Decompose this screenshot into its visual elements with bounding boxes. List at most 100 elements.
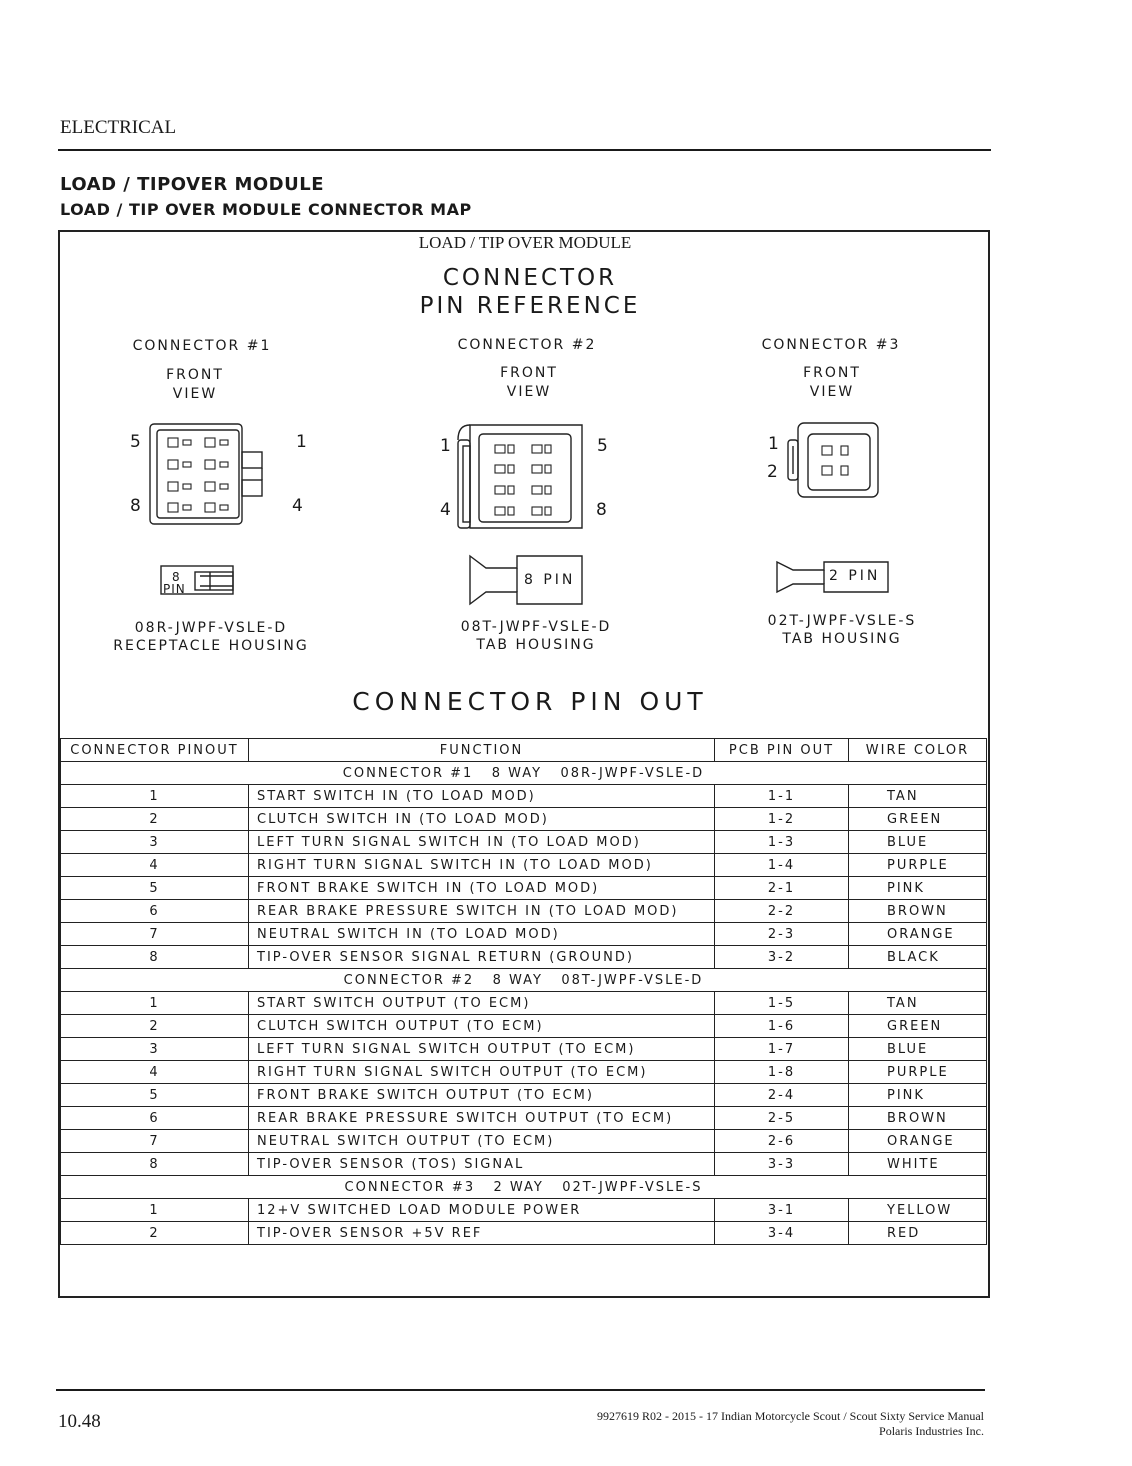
connector-2-pin-label: 4 xyxy=(440,500,451,520)
pcb-pin-cell: 3-1 xyxy=(714,1198,849,1222)
wire-color-cell: BLUE xyxy=(848,1037,987,1061)
connector-2-pin-label: 8 xyxy=(596,500,607,520)
wire-color-cell: PINK xyxy=(848,1083,987,1107)
function-cell: FRONT BRAKE SWITCH OUTPUT (TO ECM) xyxy=(248,1083,715,1107)
connector-group-row: CONNECTOR #2 8 WAY 08T-JWPF-VSLE-D xyxy=(60,968,987,992)
connector-1-housing-type: RECEPTACLE HOUSING xyxy=(113,638,309,654)
footer-publisher: Polaris Industries Inc. xyxy=(879,1424,984,1438)
function-cell: FRONT BRAKE SWITCH IN (TO LOAD MOD) xyxy=(248,876,715,900)
function-cell: CLUTCH SWITCH OUTPUT (TO ECM) xyxy=(248,1014,715,1038)
column-header-function: FUNCTION xyxy=(248,738,715,762)
pcb-pin-cell: 1-8 xyxy=(714,1060,849,1084)
page-number: 10.48 xyxy=(58,1411,101,1432)
pin-number-cell: 3 xyxy=(60,1037,249,1061)
pin-reference-title: CONNECTOR PIN REFERENCE xyxy=(420,264,641,320)
wire-color-cell: ORANGE xyxy=(848,922,987,946)
page-title: LOAD / TIPOVER MODULE xyxy=(60,174,325,195)
connector-1-pin-tag-unit: PIN xyxy=(163,582,186,596)
function-cell: TIP-OVER SENSOR +5V REF xyxy=(248,1221,715,1245)
function-cell: TIP-OVER SENSOR SIGNAL RETURN (GROUND) xyxy=(248,945,715,969)
column-header-color: WIRE COLOR xyxy=(848,738,987,762)
connector-1-view-line-2: VIEW xyxy=(172,386,218,402)
footer-manual-info: 9927619 R02 - 2015 - 17 Indian Motorcycl… xyxy=(597,1409,984,1439)
connector-1-housing-icon xyxy=(160,565,234,595)
function-cell: 12+V SWITCHED LOAD MODULE POWER xyxy=(248,1198,715,1222)
pcb-pin-cell: 2-2 xyxy=(714,899,849,923)
function-cell: START SWITCH OUTPUT (TO ECM) xyxy=(248,991,715,1015)
pcb-pin-cell: 1-5 xyxy=(714,991,849,1015)
connector-1-part-number: 08R-JWPF-VSLE-D xyxy=(134,620,288,636)
connector-3-housing-type: TAB HOUSING xyxy=(782,631,902,647)
pin-number-cell: 1 xyxy=(60,991,249,1015)
pin-number-cell: 1 xyxy=(60,784,249,808)
wire-color-cell: YELLOW xyxy=(848,1198,987,1222)
connector-2-label: CONNECTOR #2 xyxy=(457,337,597,353)
column-header-pinout: CONNECTOR PINOUT xyxy=(60,738,249,762)
connector-3-front-view xyxy=(787,422,879,498)
connector-3-pin-label: 1 xyxy=(768,434,779,454)
function-cell: LEFT TURN SIGNAL SWITCH OUTPUT (TO ECM) xyxy=(248,1037,715,1061)
wire-color-cell: WHITE xyxy=(848,1152,987,1176)
footer-manual-title: 9927619 R02 - 2015 - 17 Indian Motorcycl… xyxy=(597,1409,984,1423)
connector-1-front-view xyxy=(149,423,263,525)
wire-color-cell: BROWN xyxy=(848,1106,987,1130)
column-header-pcb: PCB PIN OUT xyxy=(714,738,849,762)
pin-reference-line-1: CONNECTOR xyxy=(442,265,618,291)
connector-2-view-line-2: VIEW xyxy=(506,384,552,400)
wire-color-cell: BROWN xyxy=(848,899,987,923)
wire-color-cell: PINK xyxy=(848,876,987,900)
pin-number-cell: 6 xyxy=(60,899,249,923)
connector-group-title: CONNECTOR #1 8 WAY 08R-JWPF-VSLE-D xyxy=(60,761,987,785)
pcb-pin-cell: 2-6 xyxy=(714,1129,849,1153)
connector-3-pin-tag: 2 PIN xyxy=(829,568,881,584)
pcb-pin-cell: 1-7 xyxy=(714,1037,849,1061)
connector-3-housing-icon xyxy=(776,560,889,594)
wire-color-cell: ORANGE xyxy=(848,1129,987,1153)
function-cell: REAR BRAKE PRESSURE SWITCH IN (TO LOAD M… xyxy=(248,899,715,923)
pcb-pin-cell: 1-3 xyxy=(714,830,849,854)
pin-number-cell: 7 xyxy=(60,922,249,946)
pin-number-cell: 8 xyxy=(60,945,249,969)
wire-color-cell: TAN xyxy=(848,784,987,808)
pin-reference-line-2: PIN REFERENCE xyxy=(419,293,641,319)
header-rule xyxy=(58,149,991,151)
connector-2-pin-label: 1 xyxy=(440,436,451,456)
pin-number-cell: 5 xyxy=(60,876,249,900)
section-header: ELECTRICAL xyxy=(60,117,177,138)
connector-1-housing: 08R-JWPF-VSLE-D RECEPTACLE HOUSING xyxy=(113,619,308,655)
connector-3-view: FRONT VIEW xyxy=(803,364,861,402)
connector-2-front-view xyxy=(457,424,583,529)
pin-number-cell: 8 xyxy=(60,1152,249,1176)
connector-3-view-line-1: FRONT xyxy=(803,365,861,381)
pin-number-cell: 1 xyxy=(60,1198,249,1222)
connector-1-pin-label: 5 xyxy=(130,432,141,452)
function-cell: LEFT TURN SIGNAL SWITCH IN (TO LOAD MOD) xyxy=(248,830,715,854)
wire-color-cell: GREEN xyxy=(848,807,987,831)
module-title: LOAD / TIP OVER MODULE xyxy=(418,233,632,252)
connector-2-housing: 08T-JWPF-VSLE-D TAB HOUSING xyxy=(461,618,612,654)
connector-2-pin-tag: 8 PIN xyxy=(524,572,576,588)
pcb-pin-cell: 1-2 xyxy=(714,807,849,831)
connector-2-part-number: 08T-JWPF-VSLE-D xyxy=(460,619,612,635)
function-cell: NEUTRAL SWITCH IN (TO LOAD MOD) xyxy=(248,922,715,946)
connector-group-title: CONNECTOR #3 2 WAY 02T-JWPF-VSLE-S xyxy=(60,1175,987,1199)
function-cell: REAR BRAKE PRESSURE SWITCH OUTPUT (TO EC… xyxy=(248,1106,715,1130)
connector-1-view-line-1: FRONT xyxy=(166,367,224,383)
wire-color-cell: PURPLE xyxy=(848,853,987,877)
connector-2-housing-icon xyxy=(469,554,583,606)
pcb-pin-cell: 3-2 xyxy=(714,945,849,969)
connector-2-view-line-1: FRONT xyxy=(500,365,558,381)
pin-number-cell: 6 xyxy=(60,1106,249,1130)
pin-number-cell: 2 xyxy=(60,1221,249,1245)
